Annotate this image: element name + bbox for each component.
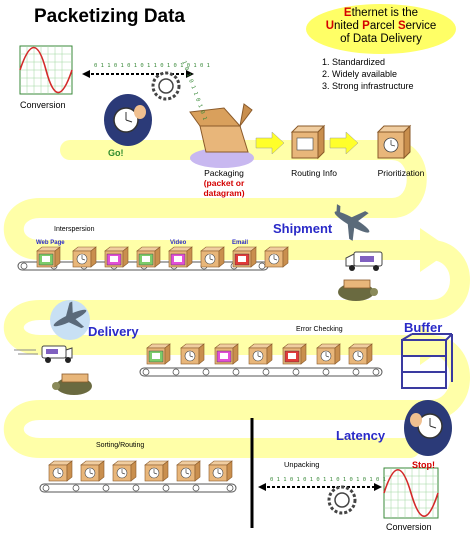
unpacking-label: Unpacking <box>284 460 320 469</box>
web-page-label: Web Page <box>36 240 65 246</box>
latency-label: Latency <box>336 428 386 443</box>
ethernet-word-nited: nited <box>334 20 363 32</box>
airplane-icon-top <box>334 204 370 241</box>
conversion-label-bottom: Conversion <box>386 522 432 532</box>
ethernet-line1: thernet is the <box>351 7 419 19</box>
package-box <box>180 343 205 365</box>
datagram-text: datagram) <box>203 188 245 198</box>
conveyor-3 <box>39 483 237 493</box>
arrow-icon-2 <box>329 131 359 155</box>
package-box <box>136 246 161 268</box>
package-box <box>316 343 341 365</box>
road-turn-1 <box>428 240 470 320</box>
ethernet-word-arcel: arcel <box>369 20 398 32</box>
ethernet-letter-e: E <box>343 7 352 19</box>
conversion-label-top: Conversion <box>20 100 66 110</box>
interspersion-label: Interspersion <box>54 226 95 233</box>
ethernet-caption: Ethernet is the United Parcel Service of… <box>306 7 456 46</box>
package-box <box>348 343 373 365</box>
package-box <box>168 246 193 268</box>
package-box <box>80 460 105 482</box>
ethernet-line3: of Data Delivery <box>340 33 422 45</box>
ethernet-bubble <box>306 4 456 54</box>
conveyor-2 <box>139 367 383 377</box>
package-box <box>232 246 257 268</box>
buffer-label: Buffer <box>404 320 443 335</box>
email-label: Email <box>232 240 249 246</box>
package-box <box>104 246 129 268</box>
arrow-icon-1 <box>255 131 285 155</box>
package-box <box>208 460 233 482</box>
stop-label: Stop! <box>412 460 435 470</box>
prioritization-label: Prioritization <box>377 168 425 178</box>
conversion-graph-bottom <box>383 467 439 519</box>
package-box <box>48 460 73 482</box>
go-label: Go! <box>108 148 124 158</box>
strength-item: 1. Standardized <box>322 57 386 67</box>
bit-arrow-bottom <box>258 483 382 491</box>
routing-box-icon <box>290 124 326 160</box>
prioritization-box-icon <box>376 124 412 160</box>
package-box <box>214 343 239 365</box>
page-title: Packetizing Data <box>34 6 185 27</box>
packaging-box-icon <box>189 103 254 168</box>
van-icon-bottom <box>14 345 73 363</box>
sorting-routing-label: Sorting/Routing <box>96 442 145 449</box>
van-icon-top <box>345 251 383 271</box>
package-box <box>248 343 273 365</box>
turtle-icon-bottom <box>52 373 92 395</box>
package-box <box>112 460 137 482</box>
packaging-label: Packaging (packet or datagram) <box>196 168 252 198</box>
package-box <box>176 460 201 482</box>
shipment-label: Shipment <box>273 221 333 236</box>
strength-item: 2. Widely available <box>322 69 398 79</box>
error-checking-label: Error Checking <box>296 326 343 333</box>
ethernet-letter-u: U <box>325 20 334 32</box>
stopwatch-person-bottom <box>404 400 452 456</box>
turtle-icon-top <box>338 279 378 301</box>
packaging-text: Packaging <box>204 168 244 178</box>
gear-icon-top <box>151 71 181 101</box>
ethernet-letter-s: S <box>397 20 406 32</box>
conversion-graph-top <box>19 45 73 95</box>
package-box <box>264 246 289 268</box>
ethernet-word-ervice: ervice <box>405 20 437 32</box>
stopwatch-person-top <box>104 94 152 146</box>
strength-item: 3. Strong infrastructure <box>322 81 414 91</box>
package-box <box>72 246 97 268</box>
package-box <box>282 343 307 365</box>
bits-bottom: 0 1 1 0 1 0 1 0 1 1 0 1 0 1 0 1 0 1 <box>270 477 386 483</box>
ethernet-letter-p: P <box>362 20 370 32</box>
packet-or-text: (packet or <box>203 178 245 188</box>
delivery-label: Delivery <box>88 324 139 339</box>
package-box <box>200 246 225 268</box>
airplane-icon-bottom <box>50 300 90 340</box>
package-box <box>146 343 171 365</box>
buffer-shelf-icon <box>401 333 453 389</box>
package-box <box>36 246 61 268</box>
bits-top: 0 1 1 0 1 0 1 0 1 1 0 1 0 1 0 1 0 1 <box>94 63 210 69</box>
routing-info-label: Routing Info <box>291 168 337 178</box>
video-label: Video <box>170 240 187 246</box>
strengths-list: 1. Standardized 2. Widely available 3. S… <box>322 56 414 92</box>
package-box <box>144 460 169 482</box>
gear-icon-bottom <box>327 485 357 515</box>
